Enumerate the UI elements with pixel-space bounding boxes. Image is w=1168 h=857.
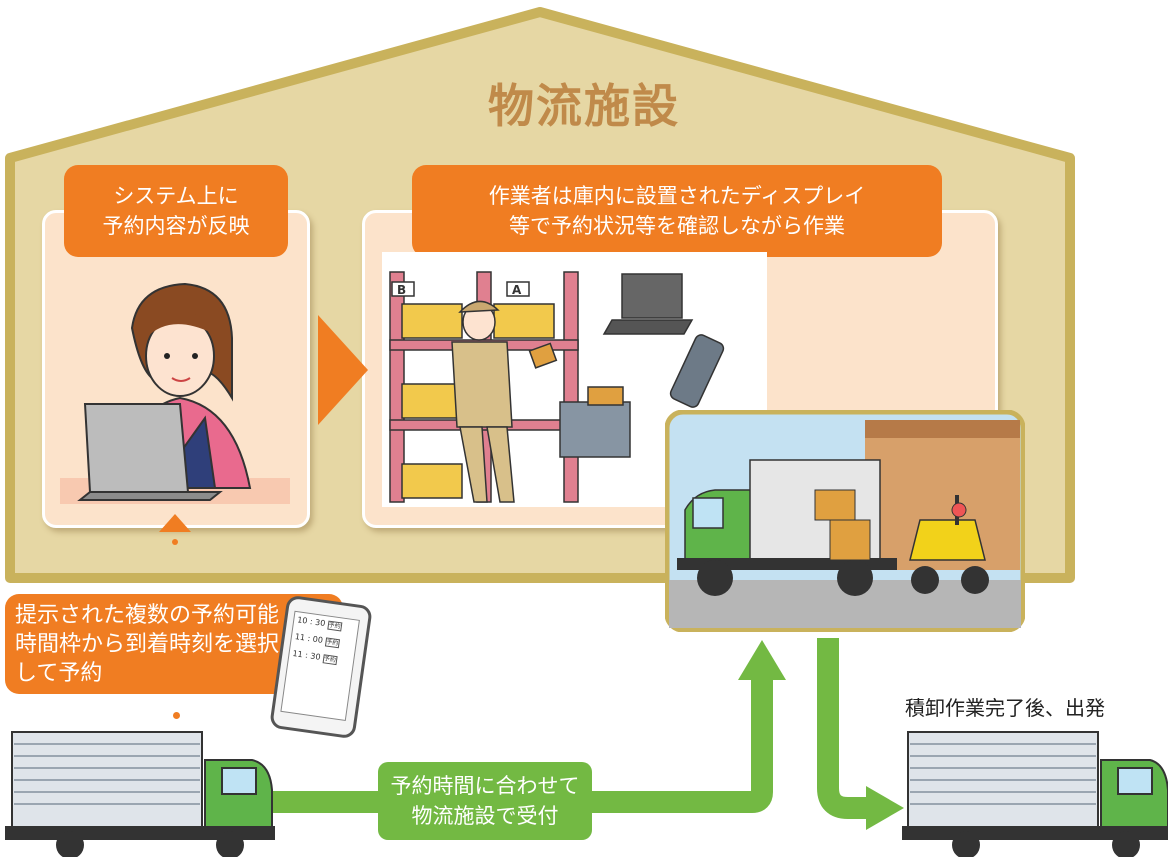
loading-illustration (665, 410, 1025, 632)
depart-label: 積卸作業完了後、出発 (905, 696, 1105, 720)
worker-label: 作業者は庫内に設置されたディスプレイ 等で予約状況等を確認しながら作業 (412, 165, 942, 257)
phone-slot-list: 10 : 30 予約 11 : 00 予約 11 : 30 予約 (288, 612, 358, 671)
operator-illustration (60, 282, 290, 504)
route-arrows (270, 638, 904, 830)
arriving-truck-icon (5, 731, 275, 857)
facility-title: 物流施設 (488, 79, 680, 133)
system-reflect-label: システム上に 予約内容が反映 (64, 165, 288, 257)
departing-truck-icon (902, 731, 1168, 857)
rack-label-a: A (512, 283, 522, 297)
flow-arrow-icon (318, 315, 368, 425)
up-arrow-icon (159, 514, 191, 545)
reception-label: 予約時間に合わせて 物流施設で受付 (378, 762, 592, 840)
dot-marker (173, 712, 180, 719)
rack-label-b: B (397, 283, 406, 297)
phone-screen: 10 : 30 予約 11 : 00 予約 11 : 30 予約 (280, 610, 360, 721)
